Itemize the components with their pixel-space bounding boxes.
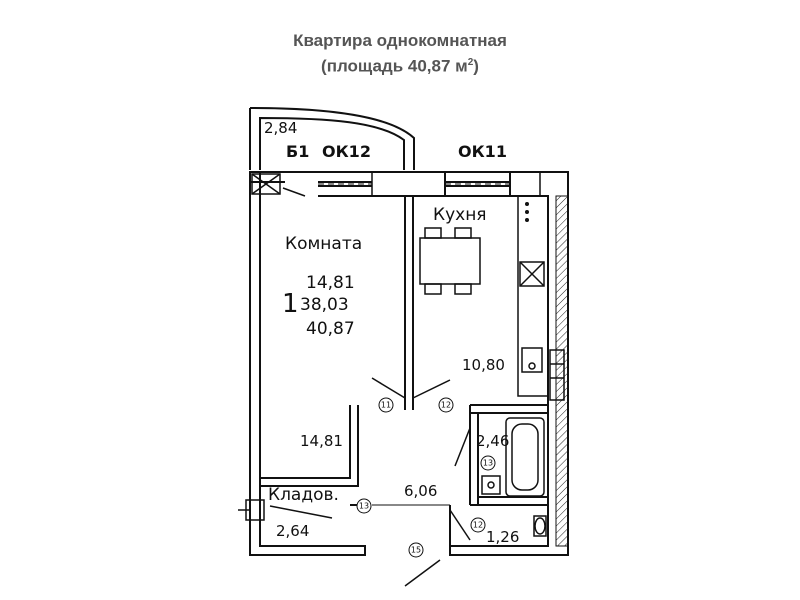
- columns: [238, 171, 541, 521]
- window-label-right: ОК11: [458, 142, 507, 161]
- storage-name: Кладов.: [268, 485, 339, 505]
- door-marker-label: 12: [473, 521, 483, 530]
- door-marker-label: 13: [359, 502, 369, 511]
- stove-burners-icon: [525, 202, 529, 222]
- total-area: 40,87: [306, 319, 355, 339]
- bathtub: [505, 417, 545, 497]
- apartment-number: 1: [282, 289, 299, 319]
- plan-title-area: (площадь 40,87 м: [321, 56, 468, 76]
- room-area: 14,81: [300, 432, 343, 450]
- door-marker: 15: [408, 542, 424, 558]
- plan-title-line1: Квартира однокомнатная: [293, 31, 507, 50]
- plan-title: Квартира однокомнатная (площадь 40,87 м2…: [0, 30, 800, 78]
- bathroom-area: 2,46: [476, 432, 509, 450]
- door-marker: 12: [470, 517, 486, 533]
- door-marker: 12: [438, 397, 454, 413]
- balcony-outline: [249, 107, 415, 170]
- door-marker-label: 11: [381, 401, 391, 410]
- plan-title-unit-sup: 2: [467, 57, 474, 68]
- balcony-area: 2,84: [264, 119, 297, 137]
- sink: [481, 475, 501, 495]
- door-marker: 11: [378, 397, 394, 413]
- room-name: Комната: [285, 234, 362, 254]
- door-marker-label: 12: [441, 401, 451, 410]
- kitchen-name: Кухня: [433, 205, 487, 225]
- plan-title-line2: (площадь 40,87 м2): [0, 52, 800, 78]
- door-marker-label: 15: [411, 546, 421, 555]
- radiator: [549, 349, 565, 401]
- wc-area: 1,26: [486, 528, 519, 546]
- kitchen-area: 10,80: [462, 356, 505, 374]
- kitchen-counter: [517, 195, 549, 397]
- window-label-left: ОК12: [322, 142, 371, 161]
- hatched-wall: [555, 195, 569, 547]
- door-marker: 13: [356, 498, 372, 514]
- plan-title-close: ): [473, 56, 479, 76]
- balcony-label: Б1: [286, 142, 309, 161]
- storage-area: 2,64: [276, 522, 309, 540]
- hallway-area: 6,06: [404, 482, 437, 500]
- door-marker-label: 13: [483, 459, 493, 468]
- living-area: 14,81: [306, 273, 355, 293]
- door-swings: [269, 187, 471, 587]
- dining-table: [419, 227, 481, 295]
- toilet: [533, 515, 547, 537]
- area-without-balcony: 38,03: [300, 295, 349, 315]
- door-marker: 13: [480, 455, 496, 471]
